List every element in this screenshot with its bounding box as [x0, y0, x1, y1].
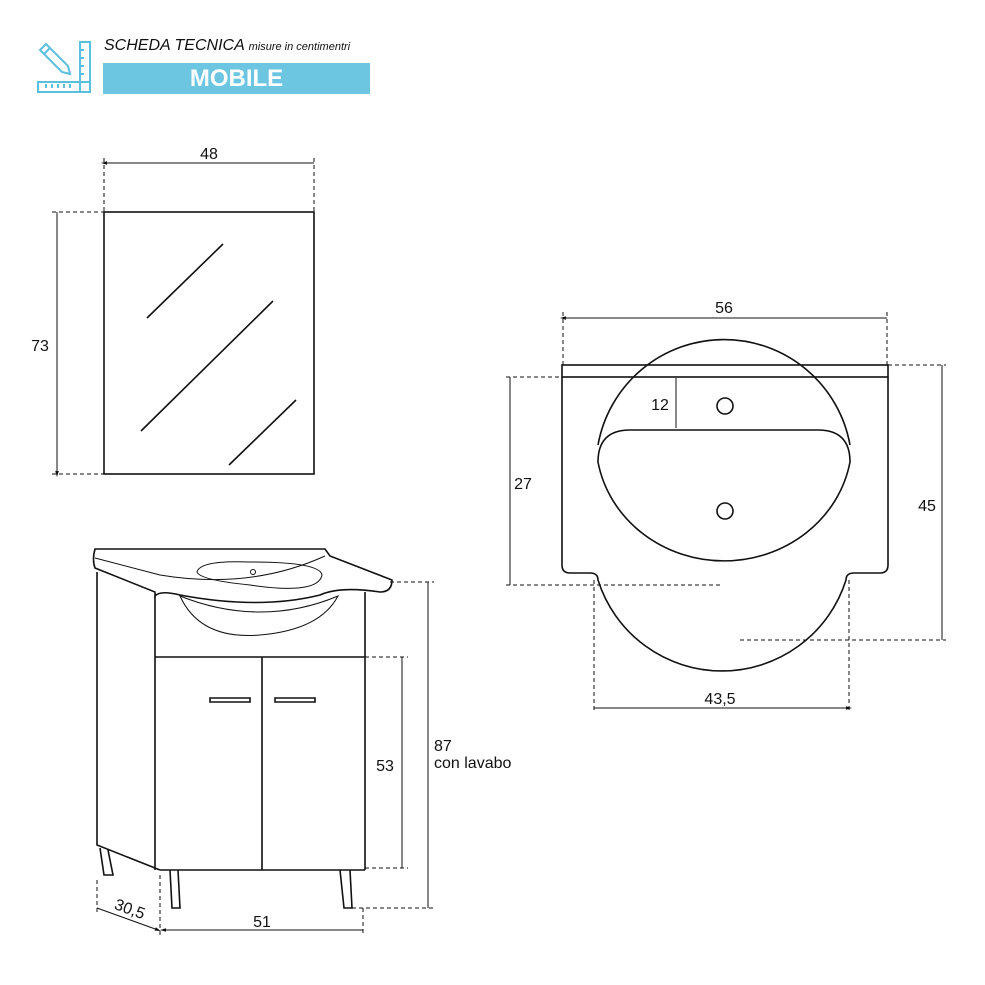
sheet-title: SCHEDA TECNICA misure in centimentri: [104, 37, 351, 54]
bowl-width-label: 43,5: [704, 691, 735, 708]
mirror-height-label: 73: [31, 338, 49, 355]
cabinet-drawing: 51 30,5 53 87 con lavabo: [92, 548, 511, 935]
cabinet-width-label: 51: [253, 914, 271, 931]
sink-width-label: 56: [715, 300, 733, 317]
total-height-note: con lavabo: [434, 755, 511, 772]
cabinet-depth-label: 30,5: [112, 896, 147, 923]
mirror-drawing: 48 73: [31, 146, 315, 474]
mirror-width-label: 48: [200, 146, 218, 163]
door-height-label: 53: [376, 758, 394, 775]
bowl-depth-label: 27: [514, 476, 532, 493]
ruler-pencil-icon: [37, 41, 91, 93]
total-height-label: 87: [434, 738, 452, 755]
tap-offset-label: 12: [651, 397, 669, 414]
sink-top-view-drawing: 56 12 27 45 43,5: [506, 300, 946, 712]
section-banner: MOBILE: [103, 63, 370, 94]
sink-depth-label: 45: [918, 498, 936, 515]
